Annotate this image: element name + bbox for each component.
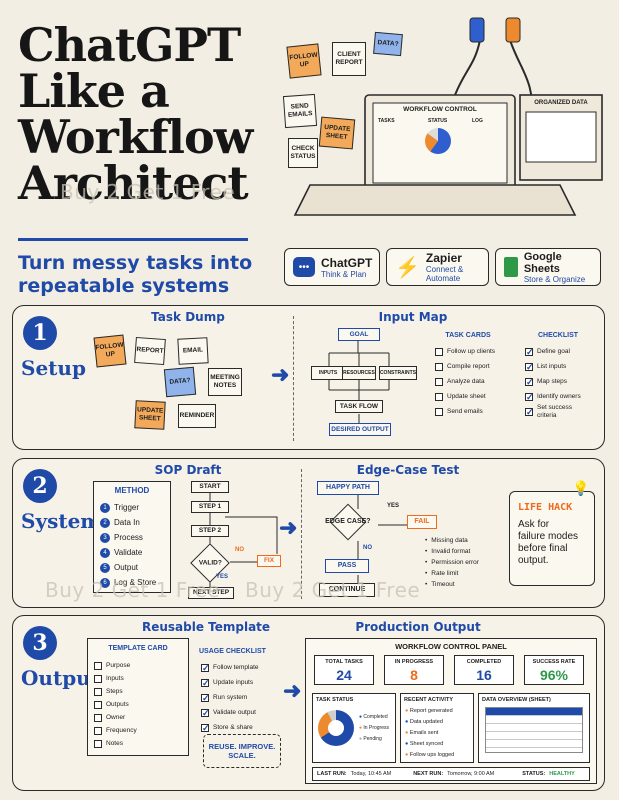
sticky-send-emails: SEND EMAILS <box>282 93 318 129</box>
edge-yes-label: YES <box>387 503 400 509</box>
arrow-icon: ➜ <box>271 362 290 387</box>
arrow-icon: ➜ <box>279 515 298 540</box>
panel-footer: LAST RUN:Today, 10:45 AM NEXT RUN:Tomorr… <box>312 767 590 781</box>
task-cards-title: TASK CARDS <box>445 332 491 339</box>
sticky-follow-up: FOLLOW UP <box>286 43 322 79</box>
edge-no-label: NO <box>363 545 372 551</box>
monitor-col-tasks: TASKS <box>378 118 395 124</box>
step-label-setup: Setup <box>21 356 86 380</box>
dump-note: REPORT <box>134 336 166 366</box>
hero-illustration: FOLLOW UP CLIENT REPORT DATA? SEND EMAIL… <box>270 0 610 235</box>
task-dump-title: Task Dump <box>151 310 225 324</box>
inputs-box: INPUTS <box>311 366 345 380</box>
step-number-3: 3 <box>23 626 57 660</box>
title-underline <box>18 238 248 241</box>
monitor-col-log: LOG <box>472 118 483 124</box>
input-map-title: Input Map <box>378 310 448 324</box>
task-flow-box: TASK FLOW <box>335 400 383 413</box>
sop-draft-title: SOP Draft <box>154 463 222 477</box>
divider <box>301 469 302 599</box>
edge-case-title: Edge-Case Test <box>356 463 460 477</box>
chat-bubble-icon: ••• <box>293 257 315 277</box>
step2-box: STEP 2 <box>191 525 229 537</box>
sheet-icon <box>504 257 518 277</box>
fail-box: FAIL <box>407 515 437 529</box>
lightbulb-icon: 💡 <box>572 480 590 496</box>
yes-label: YES <box>216 574 229 580</box>
divider <box>293 316 294 441</box>
no-label: NO <box>235 547 244 553</box>
production-output-title: Production Output <box>355 620 481 634</box>
task-cards-list: Follow up clients Compile report Analyze… <box>435 344 495 419</box>
happy-path-box: HAPPY PATH <box>317 481 379 495</box>
pass-box: PASS <box>325 559 369 573</box>
dump-note: FOLLOW UP <box>93 334 127 368</box>
sticky-check-status: CHECK STATUS <box>288 138 318 168</box>
fail-reasons: • Missing data • Invalid format • Permis… <box>425 537 479 588</box>
dump-note: EMAIL <box>177 337 209 365</box>
monitor-title: WORKFLOW CONTROL <box>403 106 477 113</box>
step-label-output: Output <box>21 666 100 690</box>
arrow-icon: ➜ <box>283 678 302 703</box>
watermark: Buy 2 Get 1 Free <box>245 578 421 602</box>
sticky-client-report: CLIENT REPORT <box>332 42 366 76</box>
goal-box: GOAL <box>338 328 380 341</box>
monitor-donut <box>425 128 451 154</box>
dump-note: REMINDER <box>178 404 216 428</box>
bolt-icon: ⚡ <box>395 256 420 279</box>
fix-box: FIX <box>257 555 281 567</box>
sticky-update-sheet: UPDATE SHEET <box>318 116 356 150</box>
resources-box: RESOURCES <box>342 366 376 380</box>
recent-activity-card: RECENT ACTIVITY ● Report generated ● Dat… <box>400 693 474 763</box>
section-output: 3 Output Reusable Template TEMPLATE CARD… <box>12 615 605 791</box>
usage-checklist: Follow template Update inputs Run system… <box>201 660 259 735</box>
reusable-template-title: Reusable Template <box>141 620 271 634</box>
start-box: START <box>191 481 229 493</box>
watermark: Buy 2 Get 1 Free <box>60 180 236 204</box>
template-card: TEMPLATE CARD Purpose Inputs Steps Outpu… <box>87 638 189 756</box>
dump-note: UPDATE SHEET <box>134 400 166 430</box>
data-overview-sheet: DATA OVERVIEW (SHEET) <box>478 693 590 763</box>
step-label-system: System <box>21 509 102 533</box>
step1-box: STEP 1 <box>191 501 229 513</box>
step-number-2: 2 <box>23 469 57 503</box>
constraints-box: CONSTRAINTS <box>379 366 417 380</box>
next-step-box: NEXT STEP <box>188 587 234 599</box>
step-number-1: 1 <box>23 316 57 350</box>
edge-flow-lines <box>357 491 408 591</box>
setup-checklist: Define goal List inputs Map steps Identi… <box>525 344 592 419</box>
watermark: Buy 2 Get 1 Free <box>45 578 221 602</box>
sheet-title: ORGANIZED DATA <box>534 100 588 106</box>
task-status-donut <box>318 710 354 746</box>
usage-checklist-title: USAGE CHECKLIST <box>199 648 266 655</box>
dump-note: DATA? <box>163 366 197 398</box>
task-status-card: TASK STATUS ● Completed ● In Progress ● … <box>312 693 396 763</box>
checklist-title: CHECKLIST <box>537 332 579 339</box>
section-setup: 1 Setup Task Dump FOLLOW UP REPORT EMAIL… <box>12 305 605 450</box>
continue-box: CONTINUE <box>319 583 375 597</box>
sticky-data: DATA? <box>373 31 403 57</box>
monitor-col-status: STATUS <box>428 118 448 124</box>
dump-note: MEETING NOTES <box>208 368 242 396</box>
input-map-lines <box>328 341 390 423</box>
desired-output-box: DESIRED OUTPUT <box>329 423 391 436</box>
reuse-note: REUSE. IMPROVE.SCALE. <box>203 734 281 768</box>
